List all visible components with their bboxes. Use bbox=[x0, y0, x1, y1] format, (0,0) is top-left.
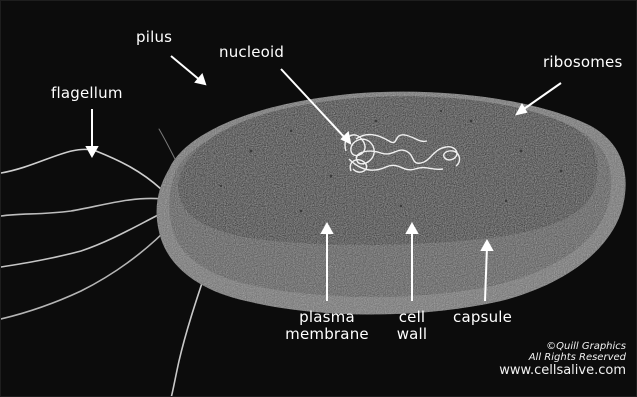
label-capsule: capsule bbox=[453, 309, 512, 326]
label-flagellum: flagellum bbox=[51, 85, 123, 102]
flagellum-strand bbox=[1, 149, 161, 189]
credit-block: ©Quill Graphics All Rights Reserved www.… bbox=[499, 341, 626, 378]
label-cell-wall: cell wall bbox=[387, 309, 437, 343]
flagellum-strand bbox=[171, 271, 206, 397]
credit-copyright: ©Quill Graphics bbox=[499, 341, 626, 352]
label-cell-wall-line2: wall bbox=[387, 326, 437, 343]
arrow-ribosomes bbox=[521, 83, 561, 111]
flagellum-strand bbox=[1, 211, 166, 267]
label-plasma-membrane-line1: plasma bbox=[283, 309, 371, 326]
label-ribosomes: ribosomes bbox=[543, 54, 622, 71]
label-pilus: pilus bbox=[136, 29, 172, 46]
flagellum-strand bbox=[1, 223, 173, 319]
credit-url: www.cellsalive.com bbox=[499, 363, 626, 378]
label-plasma-membrane: plasma membrane bbox=[283, 309, 371, 343]
arrow-pilus bbox=[171, 56, 201, 81]
label-plasma-membrane-line2: membrane bbox=[283, 326, 371, 343]
pilus-strand bbox=[159, 129, 176, 161]
label-cell-wall-line1: cell bbox=[387, 309, 437, 326]
flagellum-strand bbox=[1, 198, 163, 216]
label-nucleoid: nucleoid bbox=[219, 44, 284, 61]
credit-rights: All Rights Reserved bbox=[499, 352, 626, 363]
